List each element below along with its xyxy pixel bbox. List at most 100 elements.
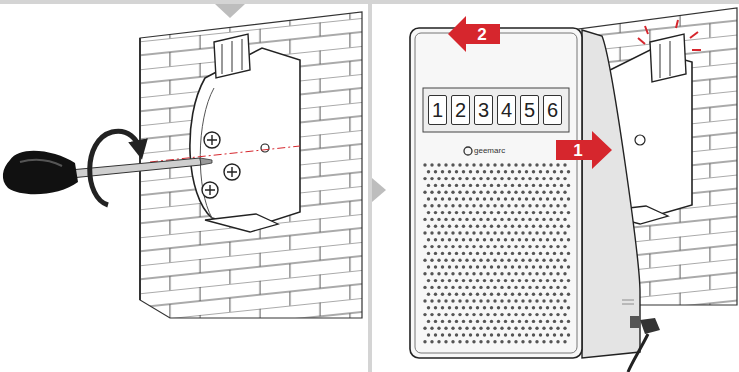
grille-hole <box>518 306 521 309</box>
grille-hole <box>451 313 454 316</box>
grille-hole <box>542 177 545 180</box>
grille-hole <box>423 231 426 234</box>
grille-hole <box>507 191 510 194</box>
grille-hole <box>514 272 517 275</box>
grille-hole <box>497 238 500 241</box>
grille-hole <box>437 259 440 262</box>
grille-hole <box>451 177 454 180</box>
grille-hole <box>556 286 559 289</box>
grille-hole <box>542 259 545 262</box>
grille-hole <box>462 184 465 187</box>
grille-hole <box>535 313 538 316</box>
grille-hole <box>434 306 437 309</box>
grille-hole <box>483 265 486 268</box>
grille-hole <box>472 177 475 180</box>
grille-hole <box>532 211 535 214</box>
grille-hole <box>553 252 556 255</box>
grille-hole <box>542 231 545 234</box>
grille-hole <box>472 231 475 234</box>
grille-hole <box>542 327 545 330</box>
grille-hole <box>483 211 486 214</box>
grille-hole <box>504 265 507 268</box>
grille-hole <box>434 320 437 323</box>
grille-hole <box>458 286 461 289</box>
grille-hole <box>479 259 482 262</box>
grille-hole <box>518 279 521 282</box>
grille-hole <box>539 225 542 228</box>
grille-hole <box>528 340 531 343</box>
grille-hole <box>465 272 468 275</box>
grille-hole <box>507 299 510 302</box>
grille-hole <box>549 272 552 275</box>
grille-hole <box>507 204 510 207</box>
grille-hole <box>455 320 458 323</box>
grille-hole <box>444 177 447 180</box>
grille-hole <box>521 204 524 207</box>
grille-hole <box>458 218 461 221</box>
grille-hole <box>493 204 496 207</box>
grille-hole <box>556 231 559 234</box>
grille-hole <box>556 191 559 194</box>
grille-hole <box>553 197 556 200</box>
grille-hole <box>479 313 482 316</box>
axis-line <box>150 146 300 162</box>
grille-hole <box>479 218 482 221</box>
grille-hole <box>455 265 458 268</box>
grille-hole <box>479 163 482 166</box>
grille-hole <box>500 286 503 289</box>
grille-hole <box>458 163 461 166</box>
grille-hole <box>469 333 472 336</box>
grille-hole <box>556 259 559 262</box>
grille-hole <box>539 265 542 268</box>
grille-hole <box>546 265 549 268</box>
grille-hole <box>535 299 538 302</box>
grille-hole <box>528 245 531 248</box>
grille-hole <box>528 299 531 302</box>
grille-hole <box>423 177 426 180</box>
grille-hole <box>472 327 475 330</box>
grille-hole <box>497 306 500 309</box>
grille-hole <box>465 299 468 302</box>
grille-hole <box>518 238 521 241</box>
grille-hole <box>486 286 489 289</box>
grille-hole <box>465 218 468 221</box>
grille-hole <box>465 340 468 343</box>
grille-hole <box>427 293 430 296</box>
grille-hole <box>479 177 482 180</box>
grille-hole <box>486 204 489 207</box>
grille-hole <box>553 279 556 282</box>
grille-hole <box>497 333 500 336</box>
grille-hole <box>504 252 507 255</box>
grille-hole <box>441 238 444 241</box>
grille-hole <box>462 265 465 268</box>
grille-hole <box>493 340 496 343</box>
grille-hole <box>546 252 549 255</box>
grille-hole <box>448 252 451 255</box>
grille-hole <box>528 191 531 194</box>
grille-hole <box>556 163 559 166</box>
grille-hole <box>490 333 493 336</box>
grille-hole <box>441 279 444 282</box>
click-marks <box>638 20 701 50</box>
grille-hole <box>535 218 538 221</box>
grille-hole <box>514 313 517 316</box>
grille-hole <box>525 333 528 336</box>
grille-hole <box>441 211 444 214</box>
grille-hole <box>462 225 465 228</box>
grille-hole <box>539 211 542 214</box>
grille-hole <box>560 306 563 309</box>
grille-hole <box>469 252 472 255</box>
grille-hole <box>563 259 566 262</box>
grille-hole <box>434 170 437 173</box>
grille-hole <box>556 299 559 302</box>
grille-hole <box>479 191 482 194</box>
grille-hole <box>518 184 521 187</box>
grille-hole <box>511 197 514 200</box>
grille-hole <box>451 327 454 330</box>
grille-hole <box>423 327 426 330</box>
screwdriver <box>3 151 212 194</box>
grille-hole <box>423 218 426 221</box>
grille-hole <box>423 259 426 262</box>
display-window: 4 <box>497 95 516 125</box>
grille-hole <box>451 245 454 248</box>
